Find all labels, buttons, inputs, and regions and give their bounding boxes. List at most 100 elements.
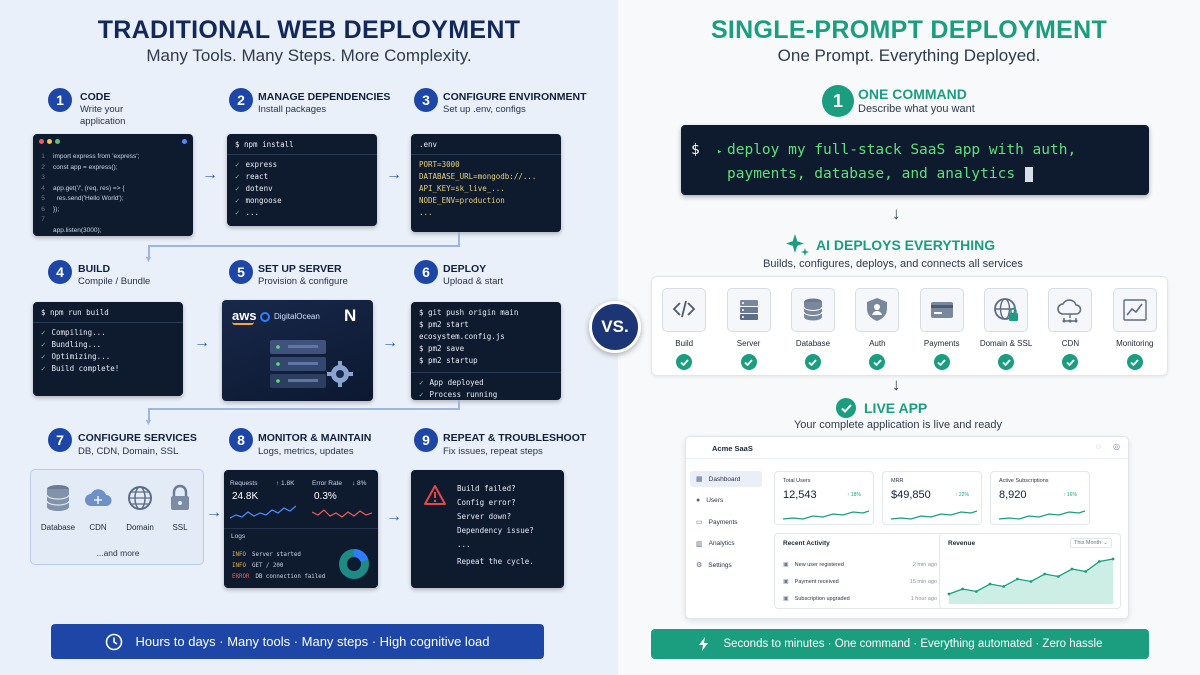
activity-text: Payment received xyxy=(794,578,839,585)
check-icon xyxy=(1126,354,1143,370)
step-4-desc: Compile / Bundle xyxy=(78,276,151,287)
left-footer: Hours to days · Many tools · Many steps … xyxy=(51,624,544,659)
arrow-down-icon: ↓ xyxy=(892,375,901,394)
sidebar-item-dashboard[interactable]: ▦Dashboard xyxy=(690,471,762,487)
user-icon[interactable]: ◎ xyxy=(1113,442,1120,451)
step-6-title: DEPLOY xyxy=(443,263,487,275)
revenue-point xyxy=(1002,585,1006,588)
troubleshoot-line: Repeat the cycle. xyxy=(457,557,534,566)
step-1-number: 1 xyxy=(822,85,854,117)
sidebar-item-analytics[interactable]: ▥Analytics xyxy=(690,536,762,552)
troubleshoot-line: Server down? xyxy=(457,512,512,521)
step-2-number: 2 xyxy=(229,88,253,112)
revenue-period-label: This Month xyxy=(1074,540,1102,546)
check-icon: ✓ xyxy=(419,390,424,399)
service-database: Database xyxy=(39,484,77,532)
sidebar-item-label: Analytics xyxy=(708,540,735,547)
build-terminal: $ npm run build ✓Compiling...✓Bundling..… xyxy=(33,302,183,396)
code-line-number: 4 xyxy=(41,184,45,192)
troubleshoot-card: Build failed?Config error?Server down?De… xyxy=(411,470,564,588)
traditional-panel: TRADITIONAL WEB DEPLOYMENT Many Tools. M… xyxy=(30,16,587,659)
code-line-number: 5 xyxy=(41,195,45,202)
sidebar-item-settings[interactable]: ⚙Settings xyxy=(690,557,762,573)
right-footer-text: Seconds to minutes · One command · Every… xyxy=(723,638,1103,650)
env-line: PORT=3000 xyxy=(419,160,460,169)
revenue-point xyxy=(988,582,992,586)
troubleshoot-line: Config error? xyxy=(457,498,516,507)
npm-command: $ npm install xyxy=(235,140,294,149)
left-subtitle: Many Tools. Many Steps. More Complexity. xyxy=(146,46,472,65)
error-sparkline xyxy=(312,509,372,518)
dashboard-brand: Acme SaaS xyxy=(712,444,753,453)
aws-logo: aws xyxy=(232,308,257,323)
code-line: app.listen(3000); xyxy=(53,226,102,234)
globe-icon xyxy=(128,486,152,510)
sidebar-item-users[interactable]: ●Users xyxy=(690,493,762,509)
env-line: API_KEY=sk_live_... xyxy=(419,184,505,193)
connector-line xyxy=(148,408,150,420)
revenue-period-select[interactable]: This Month⌄ xyxy=(1070,538,1112,548)
activity-text: New user registered xyxy=(794,561,844,568)
service-label: Auth xyxy=(869,339,886,348)
lock-icon xyxy=(171,484,189,510)
sidebar-item-payments[interactable]: ▭Payments xyxy=(690,514,762,530)
revenue-chart xyxy=(947,557,1115,604)
check-icon xyxy=(998,354,1015,370)
code-line: const app = express(); xyxy=(53,163,118,171)
deploy-commands: $ git push origin main$ pm2 start ecosys… xyxy=(419,307,553,367)
step-8-title: MONITOR & MAINTAIN xyxy=(258,432,372,444)
stat-delta: ↑ 18% xyxy=(847,492,861,498)
stat-sparkline xyxy=(891,510,977,520)
service-icon-box xyxy=(855,288,900,332)
connector-line xyxy=(458,400,460,409)
requests-delta: ↑ 1.8K xyxy=(276,480,295,487)
check-icon: ✓ xyxy=(41,352,46,361)
stat-sparkline xyxy=(783,510,869,520)
n-logo: N xyxy=(344,306,357,325)
bell-icon[interactable]: ◌ xyxy=(1096,442,1101,451)
prompt-symbol: $ xyxy=(691,142,700,158)
code-line: app.get('/', (req, res) => { xyxy=(53,184,125,192)
service-label: Payments xyxy=(923,339,960,348)
activity-icon: ▣ xyxy=(783,562,789,568)
deploy-status: ✓App deployed✓Process running xyxy=(419,377,553,400)
revenue-point xyxy=(1111,557,1115,561)
arrow-right-icon: → xyxy=(206,504,222,521)
list-item: ✓Optimizing... xyxy=(41,351,175,363)
arrow-down-icon: ↓ xyxy=(892,204,901,223)
check-icon xyxy=(933,354,950,370)
env-title: .env xyxy=(419,140,438,149)
activity-icon: ▣ xyxy=(783,596,789,602)
chevron-down-icon: ⌄ xyxy=(1103,540,1108,546)
revenue-card: Revenue This Month⌄ xyxy=(939,533,1121,609)
check-icon: ✓ xyxy=(235,196,240,205)
server-rack-icon xyxy=(270,340,353,388)
step-7-number: 7 xyxy=(48,428,72,452)
stat-card: MRR$49,850↑ 22% xyxy=(882,471,982,525)
prompt-terminal[interactable]: $ ▸ deploy my full-stack SaaS app with a… xyxy=(681,125,1149,195)
activity-time: 15 min ago xyxy=(909,578,937,585)
code-line: import express from 'express'; xyxy=(53,153,140,160)
left-footer-text: Hours to days · Many tools · Many steps … xyxy=(135,634,490,649)
stat-label: MRR xyxy=(891,478,904,484)
log-message: DB connection failed xyxy=(255,574,326,580)
list-item: ✓Bundling... xyxy=(41,339,175,351)
prompt-line-2: payments, database, and analytics xyxy=(727,166,1016,182)
maximize-dot-icon xyxy=(55,138,60,144)
step-5-desc: Provision & configure xyxy=(258,276,348,287)
donut-chart-icon xyxy=(339,549,369,579)
list-item-label: App deployed xyxy=(429,378,484,387)
stat-delta: ↑ 22% xyxy=(955,492,969,498)
error-delta: ↓ 8% xyxy=(352,480,367,487)
service-label: Domain xyxy=(126,523,154,532)
nav-icon: ▦ xyxy=(696,476,703,483)
service-payments: Payments xyxy=(914,288,970,370)
arrow-down-icon: ▼ xyxy=(144,254,153,264)
stat-value: 8,920 xyxy=(999,489,1027,501)
step-5-number: 5 xyxy=(229,260,253,284)
step-7-desc: DB, CDN, Domain, SSL xyxy=(78,446,179,457)
dashboard-header: Acme SaaS ◌ ◎ xyxy=(686,437,1128,459)
